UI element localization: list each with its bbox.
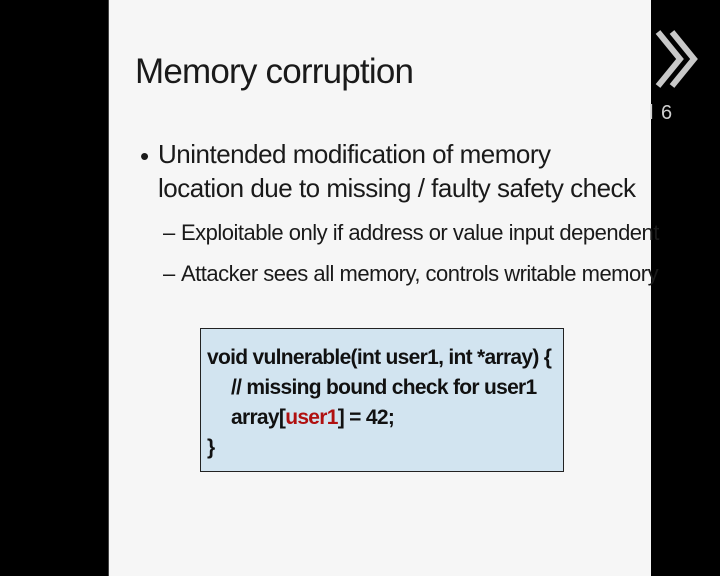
highlighted-variable: user1 — [285, 406, 338, 429]
code-box: void vulnerable(int user1, int *array) {… — [200, 328, 564, 472]
logo-text: l 6 — [649, 102, 674, 124]
code-text: ] = 42; — [337, 406, 395, 429]
sub-bullet: –Attacker sees all memory, controls writ… — [163, 261, 659, 287]
bullet-symbol: • — [140, 141, 150, 171]
code-line: } — [207, 436, 215, 459]
sub-bullet: –Exploitable only if address or value in… — [163, 220, 659, 246]
bullet-text: Unintended modification of memory locati… — [158, 139, 636, 203]
code-line: array[user1] = 42; — [207, 403, 557, 433]
code-comment: // missing bound check for user1 — [231, 376, 537, 399]
slide-title: Memory corruption — [135, 52, 414, 91]
x-chevron-logo-icon — [650, 24, 700, 94]
dash-symbol: – — [163, 220, 175, 245]
dash-symbol: – — [163, 261, 175, 286]
slide: Memory corruption • Unintended modificat… — [108, 0, 659, 576]
sub-bullet-text: Exploitable only if address or value inp… — [181, 220, 659, 245]
code-line: void vulnerable(int user1, int *array) { — [207, 346, 552, 369]
sub-bullet-text: Attacker sees all memory, controls writa… — [181, 261, 659, 286]
code-text: array[ — [231, 406, 286, 429]
